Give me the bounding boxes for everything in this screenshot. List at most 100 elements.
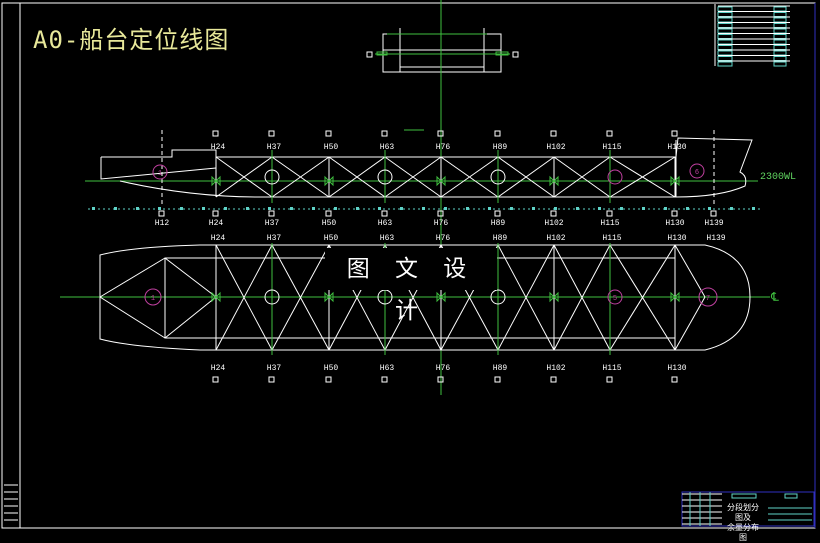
block-number: 7 [706,295,710,303]
marker-square [512,51,519,58]
marker-square [268,130,275,137]
block-number: 1 [151,295,155,303]
brace [497,156,555,198]
marker-square [550,376,557,383]
station-label: H50 [324,143,339,152]
tick-mark [422,207,425,210]
marker-square [212,130,219,137]
station-label: H130 [665,219,684,228]
tick-mark [290,207,293,210]
marker-square [437,130,444,137]
joint-marker [440,175,446,187]
station-label: H63 [380,143,395,152]
table-cell [717,39,733,45]
station-label: H24 [211,234,226,243]
table-cell [717,17,733,23]
brace [215,244,273,351]
tick-mark [268,207,271,210]
tick-mark [708,207,711,210]
joint-marker [211,291,217,303]
marker-square [381,130,388,137]
marker-square [381,376,388,383]
title-block-cell [731,493,757,499]
brace [497,244,555,351]
tick-mark [202,207,205,210]
marker-square [671,210,678,217]
station-label: H63 [380,234,395,243]
table-cell [717,50,733,56]
station-label: H63 [378,219,393,228]
stern-profile [100,157,217,180]
tick-mark [554,207,557,210]
station-label: H139 [706,234,725,243]
title-block [681,491,815,527]
joint-marker [549,291,555,303]
station-label: H24 [209,219,224,228]
title-block-cell [784,493,798,499]
table-cell [773,6,787,12]
table-cell [717,45,733,50]
marker-square [550,210,557,217]
tick-mark [114,207,117,210]
table-cell [717,12,733,17]
tick-mark [158,207,161,210]
block-circle [490,289,506,305]
marker-square [494,376,501,383]
marker-square [381,210,388,217]
tick-mark [334,207,337,210]
block-circle [264,169,280,185]
tick-mark [224,207,227,210]
table-cell [717,56,733,61]
block-number: 6 [695,169,699,177]
joint-marker [328,175,334,187]
joint-marker [549,175,555,187]
station-label: H89 [493,364,508,373]
joint-marker [674,175,680,187]
station-label: H50 [324,234,339,243]
table-cell [717,28,733,34]
marker-square [268,210,275,217]
line [164,296,217,339]
tick-mark [730,207,733,210]
joint-marker [440,291,446,303]
marker-square [325,376,332,383]
block-number: 5 [613,295,617,303]
tick-mark [576,207,579,210]
tick-mark [136,207,139,210]
joint-marker [436,291,442,303]
marker-square [366,51,373,58]
table-cell [773,39,787,45]
line [674,296,706,351]
marker-square [494,130,501,137]
block-circle [607,169,623,185]
marker-square [671,130,678,137]
joint-marker [328,291,334,303]
tick-mark [598,207,601,210]
tick-mark [356,207,359,210]
brace [440,156,499,198]
station-label: H76 [436,234,451,243]
tick-mark [642,207,645,210]
marker-square [437,210,444,217]
drawing-title: A0-船台定位线图 [33,26,230,54]
station-label: H76 [436,143,451,152]
tick-mark [488,207,491,210]
station-label: H115 [600,219,619,228]
table-cell [773,50,787,56]
station-label: H37 [267,143,282,152]
tick-mark [664,207,667,210]
brace [553,244,611,351]
brace [553,156,611,198]
block-circle-1 [144,288,162,306]
marker-square [606,376,613,383]
marker-square [710,210,717,217]
station-label: H130 [667,364,686,373]
joint-marker [215,175,221,187]
watermark: 图 文 设 计 [325,248,497,324]
marker-square [606,210,613,217]
marker-square [325,130,332,137]
tick-mark [444,207,447,210]
station-label: H89 [491,219,506,228]
table-cell [773,23,787,28]
